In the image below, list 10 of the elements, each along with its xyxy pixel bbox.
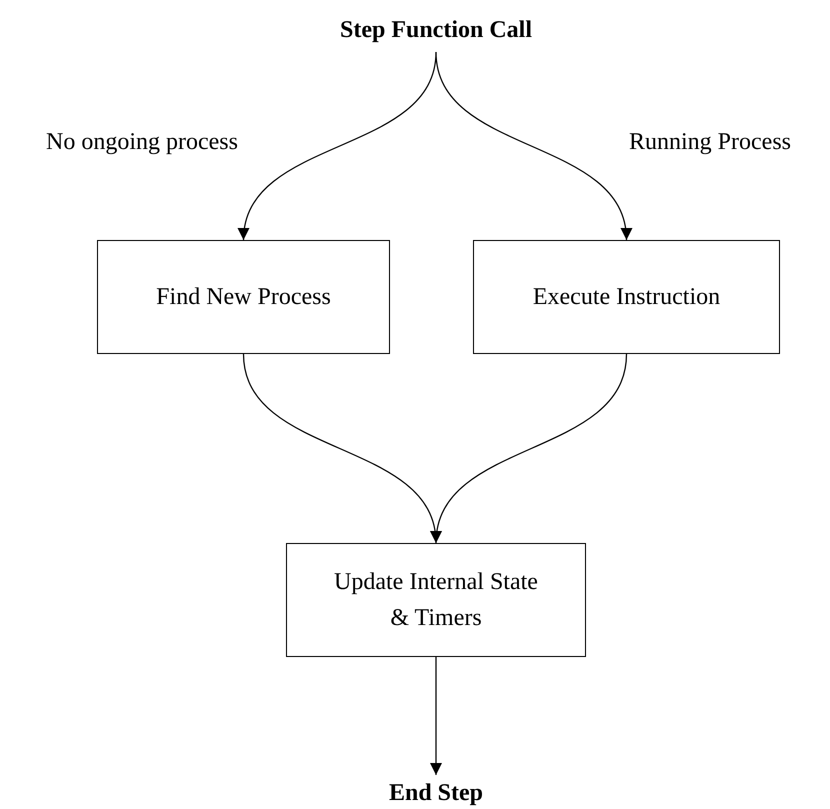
process-box: Find New Process [97, 240, 390, 354]
arrow [430, 657, 442, 775]
arrow [435, 52, 631, 240]
edge-label: No ongoing process [45, 128, 239, 157]
terminal-label: End Step [366, 777, 506, 809]
process-box: Update Internal State & Timers [286, 543, 586, 657]
terminal-label: Step Function Call [316, 12, 556, 48]
edge-label: Running Process [628, 128, 792, 157]
process-box: Execute Instruction [473, 240, 780, 354]
arrow [432, 354, 628, 544]
